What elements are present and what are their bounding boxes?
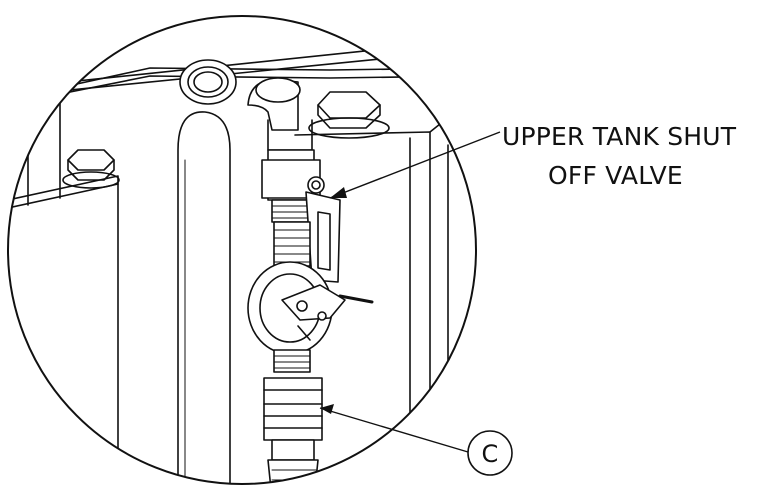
hex-nut-right (308, 91, 390, 139)
threaded-coupling (273, 221, 311, 267)
detail-circle (7, 15, 477, 485)
upper-tank-label-line2: OFF VALVE (548, 161, 683, 190)
leader-c (319, 404, 513, 476)
float-linkage (281, 284, 346, 321)
detail-c-label: C (481, 440, 499, 468)
hex-nut-left (62, 149, 120, 189)
fitting-c (263, 377, 323, 484)
leader-upper-valve (329, 131, 501, 199)
upper-tank-label-line1: UPPER TANK SHUT (502, 122, 737, 151)
tank-left-panel (8, 175, 119, 471)
return-pipe (177, 111, 231, 484)
